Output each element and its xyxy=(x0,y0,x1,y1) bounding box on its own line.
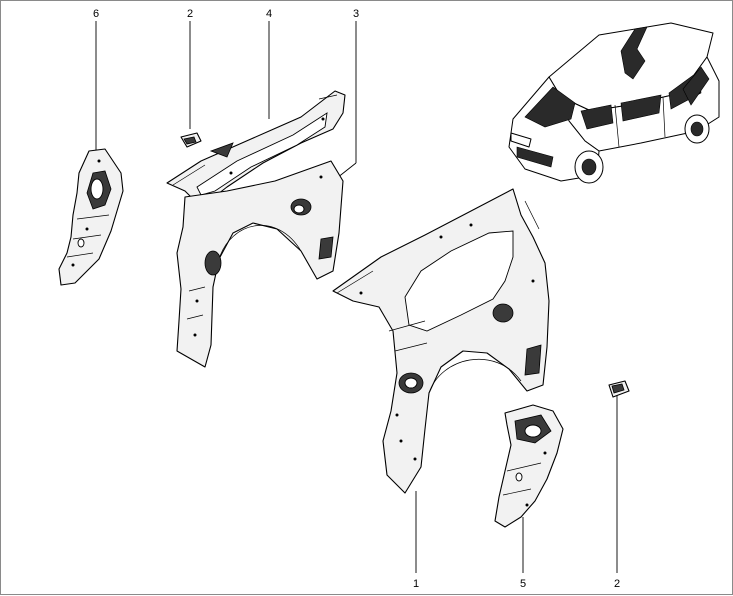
part-6-reinforcement xyxy=(58,148,124,286)
vehicle-overview-icon xyxy=(508,22,720,184)
part-2-clip-top xyxy=(180,132,202,148)
callout-5: 5 xyxy=(520,578,526,590)
leader-lines xyxy=(95,21,618,573)
callout-6: 6 xyxy=(93,8,99,20)
callout-2-top: 2 xyxy=(187,8,193,20)
callout-2-bottom: 2 xyxy=(614,578,620,590)
part-3-inner-panel xyxy=(176,160,344,368)
part-1-quarter-panel xyxy=(332,188,550,494)
callout-1: 1 xyxy=(413,578,419,590)
part-5-reinforcement xyxy=(494,404,564,528)
callout-4: 4 xyxy=(266,8,272,20)
part-2-clip-bottom xyxy=(608,380,630,398)
callout-3: 3 xyxy=(353,8,359,20)
